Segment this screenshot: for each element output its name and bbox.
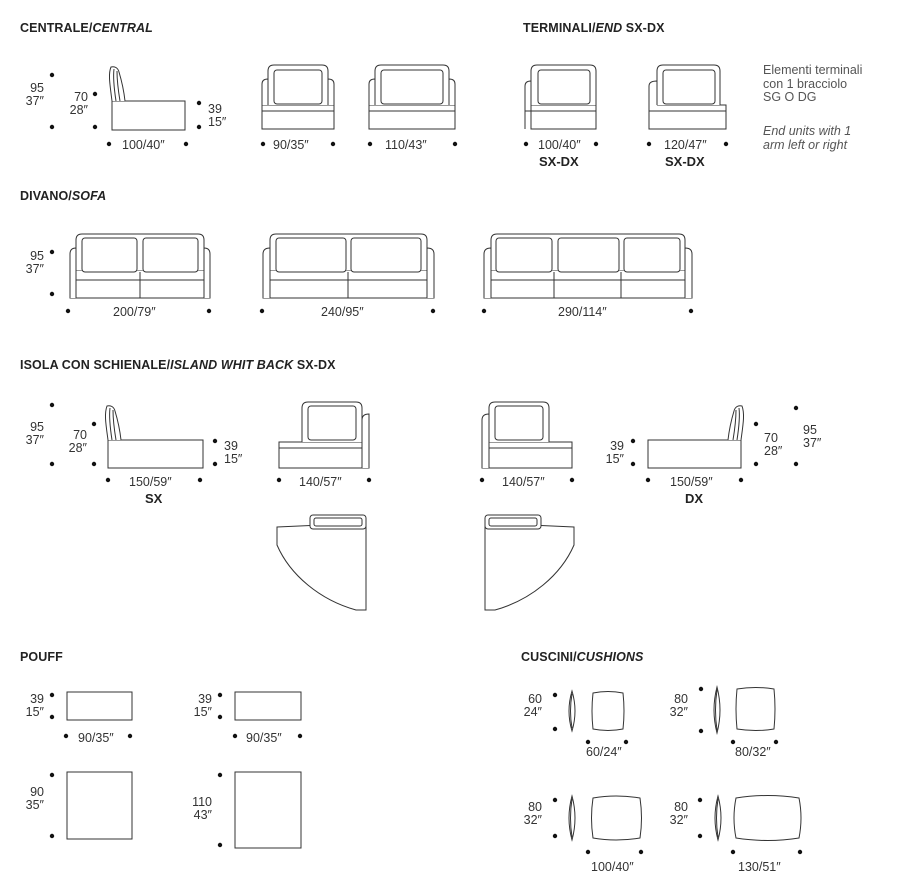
pouff-4-plan [235, 772, 301, 848]
sofa-width-200: 200/79″ [113, 305, 156, 319]
central-depth: 100/40″ [122, 138, 165, 152]
sofa-200 [70, 234, 210, 298]
cushion-3-width: 100/40″ [591, 860, 634, 874]
cushion-4 [715, 796, 801, 841]
cushion-1-width: 60/24″ [586, 745, 622, 759]
end-unit-100 [525, 65, 596, 129]
cushion-2-width: 80/32″ [735, 745, 771, 759]
cushion-1 [569, 691, 624, 731]
central-width-110: 110/43″ [385, 138, 427, 152]
island-right-depth: 150/59″ [670, 475, 713, 489]
cushion-4-width: 130/51″ [738, 860, 781, 874]
pouff-2-width: 90/35″ [246, 731, 282, 745]
sofa-240 [263, 234, 434, 298]
island-left-label: SX [145, 491, 163, 506]
end-width-100: 100/40″ [538, 138, 581, 152]
central-front-90 [262, 65, 334, 129]
pouff-1-width: 90/35″ [78, 731, 114, 745]
section-title-central: CENTRALE/CENTRAL [20, 21, 153, 35]
end-label-2: SX-DX [665, 154, 705, 169]
central-width-90: 90/35″ [273, 138, 309, 152]
island-plan-right [485, 515, 574, 610]
end-label-1: SX-DX [539, 154, 579, 169]
island-right-label: DX [685, 491, 704, 506]
end-width-120: 120/47″ [664, 138, 707, 152]
island-plan-left [277, 515, 366, 610]
island-front-right [482, 402, 572, 468]
section-title-sofa: DIVANO/SOFA [20, 189, 107, 203]
island-left-depth: 150/59″ [129, 475, 172, 489]
pouff-2-side [235, 692, 301, 720]
cushion-2 [714, 687, 775, 733]
section-title-end: TERMINALI/END SX-DX [523, 21, 665, 35]
island-front-left [279, 402, 369, 468]
island-left-side-view [105, 406, 203, 468]
section-title-island: ISOLA CON SCHIENALE/ISLAND WHIT BACK SX-… [20, 358, 336, 372]
pouff-1-side [67, 692, 132, 720]
pouff-3-plan [67, 772, 132, 839]
end-unit-120 [649, 65, 726, 129]
central-side-view [109, 67, 185, 130]
section-title-pouff: POUFF [20, 650, 63, 664]
sofa-width-240: 240/95″ [321, 305, 364, 319]
island-front-width-2: 140/57″ [502, 475, 545, 489]
cushion-3 [569, 796, 642, 840]
island-front-width-1: 140/57″ [299, 475, 342, 489]
sofa-width-290: 290/114″ [558, 305, 607, 319]
sofa-290 [484, 234, 692, 298]
central-front-110 [369, 65, 455, 129]
island-right-side-view [648, 406, 744, 468]
section-title-cushions: CUSCINI/CUSHIONS [521, 650, 644, 664]
